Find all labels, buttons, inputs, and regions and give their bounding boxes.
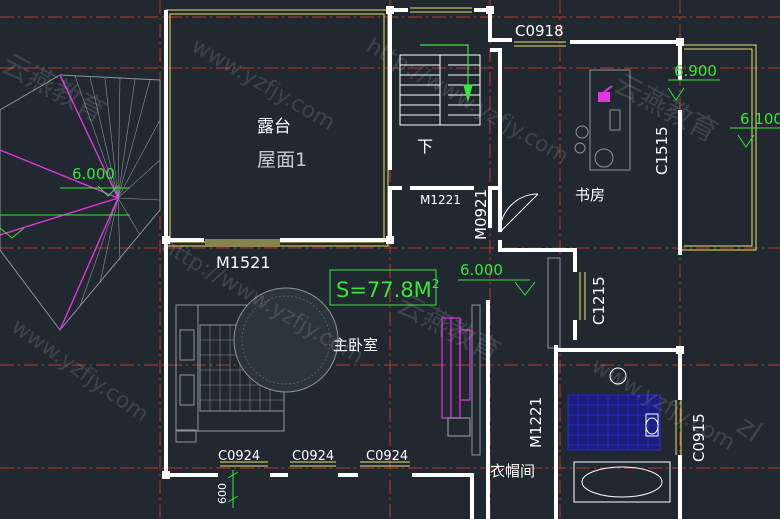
stair-down-label: 下 — [417, 137, 433, 156]
master-bedroom-label: 主卧室 — [333, 336, 378, 354]
opening-label-m1221-closet: M1221 — [527, 397, 545, 448]
left-roof — [0, 74, 161, 331]
area-superscript: 2 — [432, 277, 440, 291]
watermark-url-1: http://www.yzfjy.com — [362, 34, 573, 170]
opening-label-c0924-2: C0924 — [292, 449, 334, 464]
watermark-brand-1: 云燕教育 — [0, 47, 111, 129]
bath-fixtures — [573, 367, 671, 503]
elevation-study-upper: 6.900 — [674, 62, 717, 80]
opening-label-c1515: C1515 — [653, 126, 671, 175]
study-door-swing — [499, 193, 539, 233]
elevation-left: 6.000 — [72, 165, 115, 183]
opening-label-c0924-1: C0924 — [218, 449, 260, 464]
opening-label-m1521: M1521 — [216, 253, 271, 272]
roof-label: 屋面1 — [257, 149, 307, 171]
walls — [164, 8, 682, 519]
windows-and-parapets — [165, 7, 757, 467]
dimension-mark — [227, 470, 239, 508]
study-furniture — [574, 69, 631, 171]
opening-label-c0918: C0918 — [515, 22, 564, 40]
bath-tile-floor — [567, 394, 661, 451]
area-box — [329, 269, 437, 306]
watermark-zl: zl — [731, 409, 768, 449]
terrace-label: 露台 — [257, 117, 291, 137]
closet-label: 衣帽间 — [490, 462, 535, 480]
area-value: S=77.8M — [336, 278, 432, 302]
dimension-label-600: 600 — [216, 483, 229, 504]
opening-label-m1221-stair: M1221 — [420, 193, 461, 207]
wardrobe — [441, 317, 471, 437]
elevation-study-right: 6.100 — [740, 110, 780, 128]
elevation-marks — [458, 79, 780, 296]
area-label: S=77.8M2 — [336, 277, 439, 302]
study-lamp-icon — [598, 85, 613, 102]
round-rug — [233, 287, 339, 393]
opening-label-c1215: C1215 — [590, 276, 608, 325]
stair-arrow — [420, 44, 473, 103]
elevation-center: 6.000 — [460, 261, 503, 279]
bed — [175, 304, 285, 443]
opening-label-m0921: M0921 — [472, 189, 490, 240]
wall-pillars — [162, 6, 684, 479]
opening-label-c0915: C0915 — [690, 413, 708, 462]
opening-label-c0924-3: C0924 — [366, 449, 408, 464]
watermark-url-5: www.yzfjy.com — [7, 314, 153, 427]
staircase — [399, 54, 481, 126]
study-label: 书房 — [575, 186, 605, 204]
